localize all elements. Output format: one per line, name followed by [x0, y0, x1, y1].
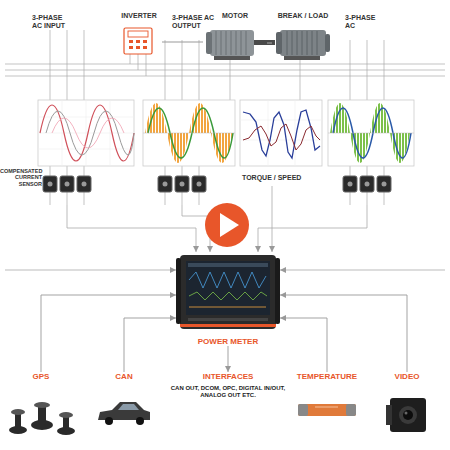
waveform-panel	[38, 100, 134, 166]
text-holder: TEMPERATURE	[290, 372, 364, 381]
text-holder: CAN	[95, 372, 153, 381]
connector-arrow	[41, 295, 176, 372]
power-meter-node: POWER METER	[176, 252, 280, 346]
wiring	[5, 30, 445, 205]
waveform-panel	[143, 100, 235, 166]
node-heading: VIDEO	[382, 372, 432, 381]
connector-arrow	[228, 346, 229, 372]
text-holder: BREAK / LOAD	[272, 12, 334, 20]
sensor-core	[48, 182, 387, 187]
text-holder: POWER METER	[176, 337, 280, 346]
interfaces-node: INTERFACES CAN OUT, DCOM, OPC, DIGITAL IN…	[168, 372, 288, 418]
connector-arrow	[280, 295, 407, 372]
node-body: CAN OUT, DCOM, OPC, DIGITAL IN/OUT, ANAL…	[168, 385, 288, 399]
node-heading: CAN	[95, 372, 153, 381]
brake-node: BREAK / LOAD	[272, 12, 334, 62]
connector-arrow	[280, 318, 327, 372]
text-holder: INVERTER	[116, 12, 162, 20]
motor-illustration	[206, 30, 275, 60]
text-holder: GPS	[5, 372, 77, 381]
inverter-icon	[124, 28, 152, 54]
text-holder: INTERFACES CAN OUT, DCOM, OPC, DIGITAL IN…	[168, 372, 288, 399]
node-heading: TEMPERATURE	[290, 372, 364, 381]
gps-node: GPS	[5, 372, 77, 440]
node-heading: BREAK / LOAD	[272, 12, 334, 20]
temperature-node: TEMPERATURE	[290, 372, 364, 422]
video-node: VIDEO	[382, 372, 432, 436]
power-meter-device	[176, 255, 280, 329]
camera-icon	[386, 398, 426, 432]
signal-label: 3-PHASE AC OUTPUT	[172, 14, 216, 30]
car-icon	[98, 402, 150, 425]
node-heading: GPS	[5, 372, 77, 381]
signal-label: 3-PHASE AC INPUT	[32, 14, 70, 30]
node-heading: INVERTER	[116, 12, 162, 20]
connector-arrow	[124, 318, 176, 372]
text-holder: VIDEO	[382, 372, 432, 381]
node-heading: POWER METER	[176, 337, 280, 346]
waveform-panel	[328, 100, 414, 166]
connector-arrow	[162, 41, 203, 42]
signal-label: 3-PHASE AC	[345, 14, 383, 30]
temperature-sensor	[298, 404, 356, 416]
gps-antenna	[9, 402, 75, 435]
brake-illustration	[276, 30, 330, 60]
signal-label: TORQUE / SPEED	[242, 174, 314, 182]
node-heading: INTERFACES	[168, 372, 288, 381]
inverter-node: INVERTER	[116, 12, 162, 58]
waveform-panel	[240, 100, 322, 166]
can-node: CAN	[95, 372, 153, 428]
play-button	[205, 203, 249, 247]
sensor-label: COMPENSATED CURRENT SENSOR	[0, 168, 42, 187]
current-sensor	[43, 176, 391, 192]
connector-arrow	[267, 42, 272, 43]
